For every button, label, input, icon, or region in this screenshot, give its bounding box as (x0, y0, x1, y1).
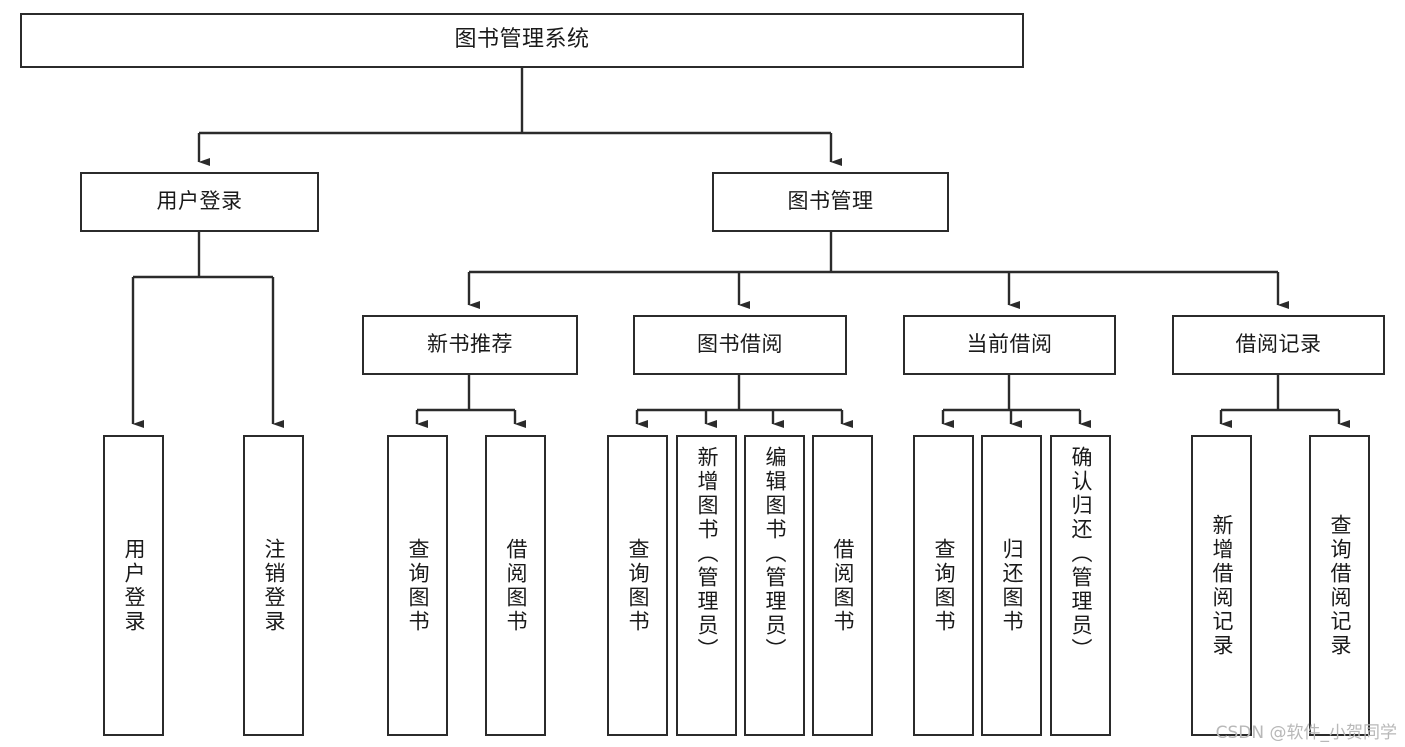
node-new-book-recommend[interactable]: 新书推荐 (362, 315, 578, 375)
node-leaf-query-book-2-label: 查询图书 (626, 537, 650, 634)
node-leaf-query-book-2[interactable]: 查询图书 (607, 435, 668, 736)
node-leaf-query-book-3[interactable]: 查询图书 (913, 435, 974, 736)
node-current-borrow[interactable]: 当前借阅 (903, 315, 1116, 375)
node-leaf-confirm-return-label: 确认归还（管理员） (1069, 446, 1093, 662)
node-leaf-borrow-book-2-label: 借阅图书 (831, 537, 855, 634)
node-new-book-recommend-label: 新书推荐 (427, 332, 513, 357)
node-leaf-logout-login-label: 注销登录 (262, 537, 286, 634)
node-book-management-label: 图书管理 (787, 189, 874, 214)
node-leaf-borrow-book-1[interactable]: 借阅图书 (485, 435, 546, 736)
node-leaf-query-book-1-label: 查询图书 (406, 537, 430, 634)
node-user-login[interactable]: 用户登录 (80, 172, 319, 232)
node-leaf-query-record[interactable]: 查询借阅记录 (1309, 435, 1370, 736)
node-leaf-edit-book-label: 编辑图书（管理员） (763, 446, 787, 662)
node-root-system[interactable]: 图书管理系统 (20, 13, 1024, 68)
node-borrow-record-label: 借阅记录 (1235, 332, 1322, 357)
node-book-borrow-label: 图书借阅 (697, 332, 783, 357)
node-leaf-user-login[interactable]: 用户登录 (103, 435, 164, 736)
node-book-borrow[interactable]: 图书借阅 (633, 315, 847, 375)
node-leaf-query-book-3-label: 查询图书 (932, 537, 956, 634)
node-leaf-borrow-book-2[interactable]: 借阅图书 (812, 435, 873, 736)
node-leaf-add-record[interactable]: 新增借阅记录 (1191, 435, 1252, 736)
csdn-watermark: CSDN @软件_小贺同学 (1215, 723, 1397, 743)
node-leaf-return-book-label: 归还图书 (1000, 537, 1024, 634)
node-root-system-label: 图书管理系统 (454, 27, 590, 53)
node-borrow-record[interactable]: 借阅记录 (1172, 315, 1385, 375)
node-leaf-borrow-book-1-label: 借阅图书 (504, 537, 528, 634)
node-book-management[interactable]: 图书管理 (712, 172, 949, 232)
node-leaf-return-book[interactable]: 归还图书 (981, 435, 1042, 736)
node-leaf-add-record-label: 新增借阅记录 (1210, 513, 1234, 658)
node-leaf-add-book-label: 新增图书（管理员） (695, 446, 719, 662)
node-leaf-query-record-label: 查询借阅记录 (1328, 513, 1352, 658)
node-leaf-logout-login[interactable]: 注销登录 (243, 435, 304, 736)
node-user-login-label: 用户登录 (156, 189, 243, 214)
node-leaf-confirm-return[interactable]: 确认归还（管理员） (1050, 435, 1111, 736)
node-current-borrow-label: 当前借阅 (966, 332, 1053, 357)
node-leaf-add-book[interactable]: 新增图书（管理员） (676, 435, 737, 736)
node-leaf-query-book-1[interactable]: 查询图书 (387, 435, 448, 736)
node-leaf-user-login-label: 用户登录 (122, 537, 146, 634)
node-leaf-edit-book[interactable]: 编辑图书（管理员） (744, 435, 805, 736)
